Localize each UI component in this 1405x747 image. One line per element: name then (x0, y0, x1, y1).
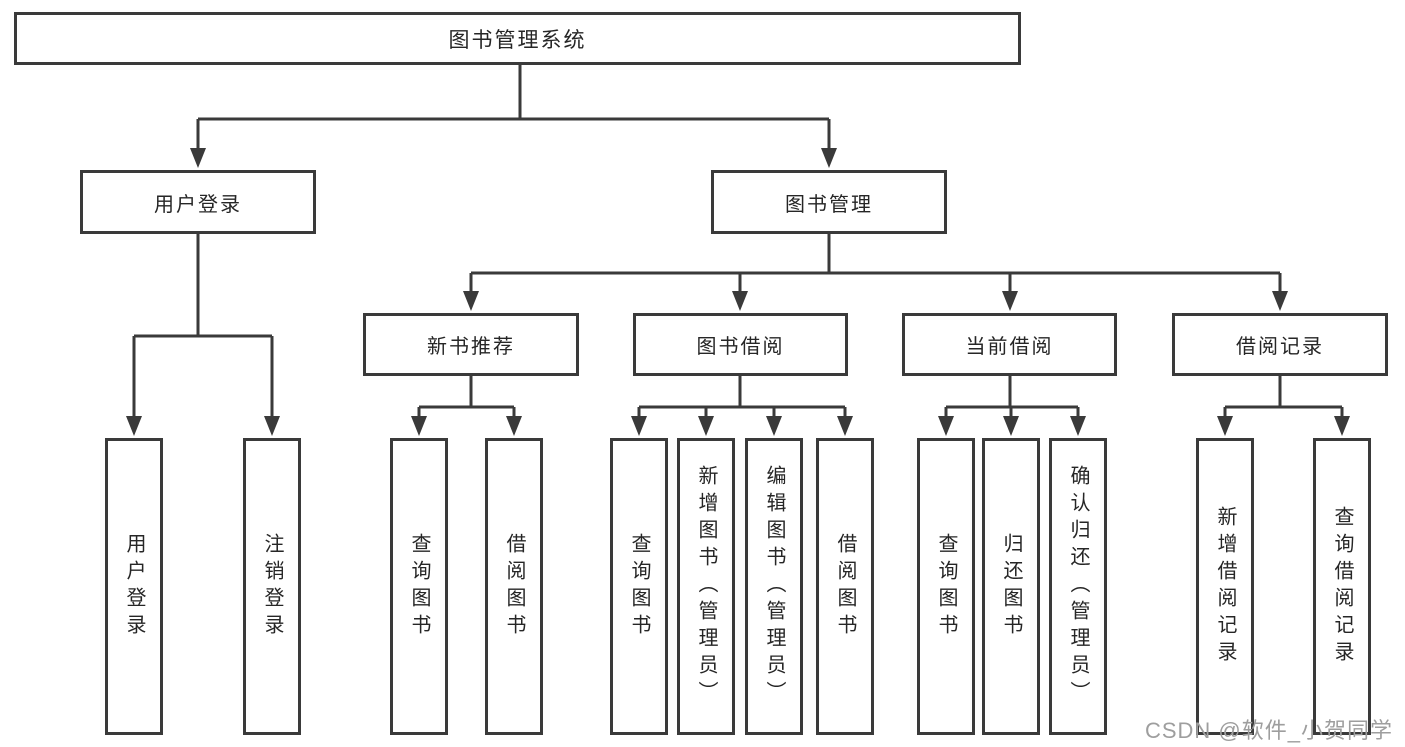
leaf-borrow-edit-admin-label: 编辑图书（管理员） (763, 465, 785, 708)
node-borrow-records: 借阅记录 (1172, 313, 1388, 376)
arrowheads-book-borrow (631, 416, 853, 436)
arrowheads-current-borrow (938, 416, 1086, 436)
node-new-book-recommend: 新书推荐 (363, 313, 579, 376)
leaf-newbook-borrow-label: 借阅图书 (503, 532, 525, 641)
leaf-logout: 注销登录 (243, 438, 301, 735)
leaf-borrow-book: 借阅图书 (816, 438, 874, 735)
node-book-borrow-label: 图书借阅 (696, 336, 785, 358)
leaf-current-confirm-admin: 确认归还（管理员） (1049, 438, 1107, 735)
leaf-current-return-label: 归还图书 (1000, 532, 1022, 641)
node-root: 图书管理系统 (14, 12, 1021, 65)
arrowheads-borrow-records (1217, 416, 1350, 436)
leaf-user-login-label: 用户登录 (123, 532, 145, 641)
arrowheads-root (190, 148, 837, 168)
connector-root (196, 65, 831, 150)
leaf-logout-label: 注销登录 (261, 532, 283, 641)
arrowheads-user-login (126, 416, 280, 436)
node-current-borrow-label: 当前借阅 (965, 336, 1054, 358)
arrowheads-book-mgmt (463, 291, 1288, 311)
connector-current-borrow (944, 376, 1080, 418)
node-root-label: 图书管理系统 (448, 28, 587, 52)
node-new-book-recommend-label: 新书推荐 (427, 336, 515, 358)
leaf-record-query: 查询借阅记录 (1313, 438, 1371, 735)
connector-book-borrow (637, 376, 847, 418)
leaf-current-return: 归还图书 (982, 438, 1040, 735)
leaf-current-confirm-admin-label: 确认归还（管理员） (1067, 465, 1089, 708)
connector-book-mgmt (469, 234, 1282, 293)
node-user-login-label: 用户登录 (154, 193, 242, 216)
connector-user-login (132, 234, 274, 418)
leaf-current-query: 查询图书 (917, 438, 975, 735)
node-borrow-records-label: 借阅记录 (1236, 336, 1324, 358)
leaf-record-add: 新增借阅记录 (1196, 438, 1254, 735)
leaf-newbook-query-label: 查询图书 (408, 532, 430, 641)
leaf-borrow-add-admin: 新增图书（管理员） (677, 438, 735, 735)
csdn-watermark: CSDN @软件_小贺同学 (1144, 718, 1393, 743)
leaf-borrow-edit-admin: 编辑图书（管理员） (745, 438, 803, 735)
leaf-newbook-borrow: 借阅图书 (485, 438, 543, 735)
node-book-borrow: 图书借阅 (633, 313, 848, 376)
node-book-mgmt: 图书管理 (711, 170, 947, 234)
leaf-record-query-label: 查询借阅记录 (1331, 505, 1353, 668)
leaf-record-add-label: 新增借阅记录 (1214, 505, 1236, 668)
connector-borrow-records (1223, 376, 1344, 418)
arrowheads-new-book (411, 416, 522, 436)
node-book-mgmt-label: 图书管理 (785, 193, 873, 216)
leaf-user-login: 用户登录 (105, 438, 163, 735)
node-user-login: 用户登录 (80, 170, 316, 234)
leaf-borrow-query: 查询图书 (610, 438, 668, 735)
leaf-current-query-label: 查询图书 (935, 532, 957, 641)
leaf-borrow-add-admin-label: 新增图书（管理员） (695, 465, 717, 708)
leaf-borrow-query-label: 查询图书 (628, 532, 650, 641)
leaf-newbook-query: 查询图书 (390, 438, 448, 735)
connector-new-book (417, 376, 516, 418)
node-current-borrow: 当前借阅 (902, 313, 1117, 376)
leaf-borrow-book-label: 借阅图书 (834, 532, 856, 641)
